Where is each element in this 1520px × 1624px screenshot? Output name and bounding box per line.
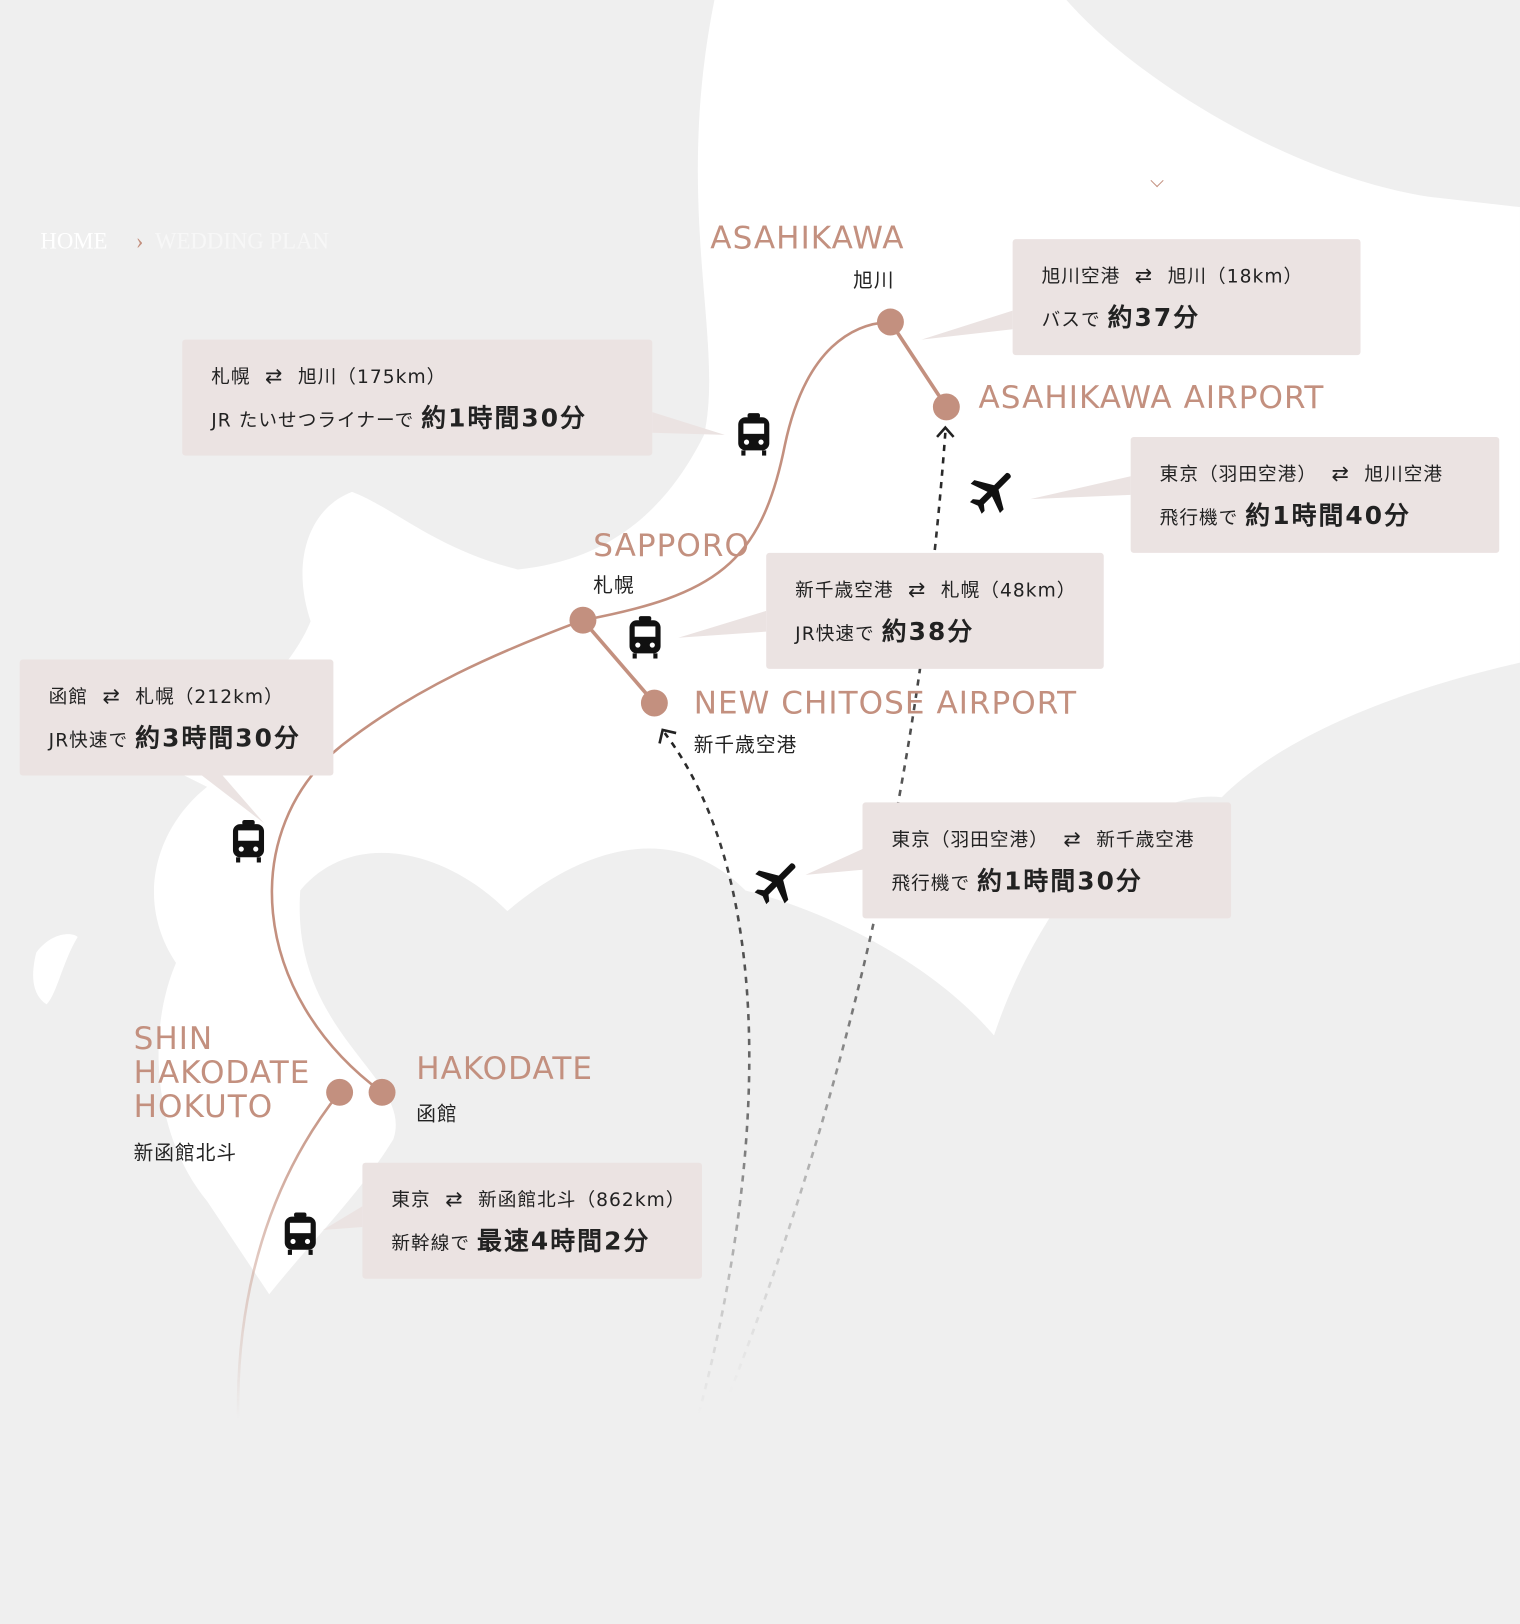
route-to: 札幌（48km） xyxy=(940,579,1077,602)
route-mode: バスで xyxy=(1041,309,1101,332)
callout-pointers xyxy=(201,310,1131,1231)
route-info-box: 旭川空港 ⇄ 旭川（18km） バスで 約37分 xyxy=(1012,239,1361,356)
train-icon xyxy=(284,1212,316,1255)
route-time: 約38分 xyxy=(881,617,975,647)
route-mode: 飛行機で xyxy=(1159,507,1239,530)
route-from: 東京 xyxy=(391,1189,431,1212)
route-info-box: 東京（羽田空港） ⇄ 旭川空港飛行機で 約1時間40分 xyxy=(1130,436,1500,553)
route-to: 新千歳空港 xyxy=(1096,829,1195,852)
route-endpoints: 函館 ⇄ 札幌（212km） xyxy=(49,682,334,717)
route-from: 函館 xyxy=(48,686,89,709)
city-hakodate-jp: 函館 xyxy=(416,1102,458,1126)
round-trip-arrows-icon: ⇄ xyxy=(265,363,284,389)
route-endpoints: 東京（羽田空港） ⇄ 新千歳空港 xyxy=(891,825,1231,860)
arrowhead-icon xyxy=(658,728,677,744)
city-hakodate: HAKODATE xyxy=(416,1050,594,1088)
city-shin-hakodate: SHIN HAKODATE HOKUTO xyxy=(134,1022,311,1125)
plane-icon xyxy=(969,472,1011,514)
route-endpoints: 新千歳空港 ⇄ 札幌（48km） xyxy=(795,576,1104,611)
route-duration: JR快速で 約3時間30分 xyxy=(49,718,334,754)
city-sapporo: SAPPORO xyxy=(593,528,751,565)
route-duration: 飛行機で 約1時間30分 xyxy=(891,860,1231,896)
route-endpoints: 札幌 ⇄ 旭川（175km） xyxy=(211,362,652,397)
route-mode: JR快速で xyxy=(48,729,129,752)
route-mode: JR たいせつライナーで xyxy=(211,410,415,432)
route-time: 約1時間40分 xyxy=(1245,501,1412,531)
chevron-right-icon: › xyxy=(135,227,144,254)
route-time: 約37分 xyxy=(1107,303,1201,333)
round-trip-arrows-icon: ⇄ xyxy=(1063,826,1082,852)
route-endpoints: 東京 ⇄ 新函館北斗（862km） xyxy=(391,1186,702,1221)
route-from: 札幌 xyxy=(211,366,251,389)
route-time: 約3時間30分 xyxy=(135,723,301,753)
route-duration: 新幹線で 最速4時間2分 xyxy=(391,1221,702,1257)
route-to: 旭川（175km） xyxy=(297,366,447,389)
route-from: 旭川空港 xyxy=(1041,266,1121,288)
city-sapporo-jp: 札幌 xyxy=(593,574,635,598)
route-time: 約1時間30分 xyxy=(977,866,1143,896)
city-name-line: HOKUTO xyxy=(133,1089,274,1126)
breadcrumb-current: WEDDING PLAN xyxy=(155,227,329,254)
city-new-chitose: NEW CHITOSE AIRPORT xyxy=(693,685,1078,722)
route-info-box: 函館 ⇄ 札幌（212km） JR快速で 約3時間30分 xyxy=(19,659,334,776)
city-new-chitose-jp: 新千歳空港 xyxy=(693,734,798,757)
route-info-box: 札幌 ⇄ 旭川（175km） JR たいせつライナーで 約1時間30分 xyxy=(182,339,653,456)
route-duration: バスで 約37分 xyxy=(1042,297,1361,333)
train-icon xyxy=(232,820,265,863)
round-trip-arrows-icon: ⇄ xyxy=(102,683,121,709)
round-trip-arrows-icon: ⇄ xyxy=(1331,460,1350,486)
route-info-box: 東京（羽田空港） ⇄ 新千歳空港飛行機で 約1時間30分 xyxy=(862,802,1232,919)
route-info-box: 東京 ⇄ 新函館北斗（862km） 新幹線で 最速4時間2分 xyxy=(362,1162,703,1279)
city-asahikawa-airport: ASAHIKAWA AIRPORT xyxy=(978,379,1325,417)
shinkansen-route xyxy=(236,1091,341,1419)
round-trip-arrows-icon: ⇄ xyxy=(445,1186,464,1212)
city-shin-hakodate-jp: 新函館北斗 xyxy=(133,1142,238,1165)
route-mode: 新幹線で xyxy=(391,1233,471,1255)
route-time: 約1時間30分 xyxy=(421,403,588,433)
route-from: 東京（羽田空港） xyxy=(1159,463,1318,486)
city-asahikawa-jp: 旭川 xyxy=(853,269,895,292)
breadcrumb: HOME › WEDDING PLAN xyxy=(40,228,329,255)
city-asahikawa: ASAHIKAWA xyxy=(710,220,905,257)
route-to: 新函館北斗（862km） xyxy=(478,1189,686,1212)
city-name-line: SHIN xyxy=(133,1020,214,1058)
flight-route-new-chitose xyxy=(663,732,751,1414)
round-trip-arrows-icon: ⇄ xyxy=(908,576,927,602)
route-to: 旭川空港 xyxy=(1364,463,1444,486)
route-from: 新千歳空港 xyxy=(795,579,894,602)
arrowhead-icon xyxy=(936,425,955,438)
route-to: 旭川（18km） xyxy=(1167,266,1304,288)
station-dots xyxy=(326,308,960,1106)
route-endpoints: 旭川空港 ⇄ 旭川（18km） xyxy=(1042,262,1361,297)
route-duration: JR たいせつライナーで 約1時間30分 xyxy=(211,398,652,434)
route-duration: 飛行機で 約1時間40分 xyxy=(1160,495,1500,531)
route-duration: JR快速で 約38分 xyxy=(795,611,1104,647)
round-trip-arrows-icon: ⇄ xyxy=(1134,262,1154,288)
flight-route-asahikawa xyxy=(728,432,947,1394)
breadcrumb-home[interactable]: HOME xyxy=(40,227,108,254)
train-icon xyxy=(629,616,661,659)
route-from: 東京（羽田空港） xyxy=(891,829,1049,852)
city-name-line: HAKODATE xyxy=(133,1055,311,1092)
route-endpoints: 東京（羽田空港） ⇄ 旭川空港 xyxy=(1160,460,1500,495)
route-info-box: 新千歳空港 ⇄ 札幌（48km） JR快速で 約38分 xyxy=(766,552,1104,669)
route-to: 札幌（212km） xyxy=(135,686,284,709)
route-time: 最速4時間2分 xyxy=(477,1226,651,1256)
island xyxy=(33,934,78,1005)
route-mode: JR快速で xyxy=(795,623,875,646)
train-icon xyxy=(738,413,770,456)
route-mode: 飛行機で xyxy=(891,872,971,895)
